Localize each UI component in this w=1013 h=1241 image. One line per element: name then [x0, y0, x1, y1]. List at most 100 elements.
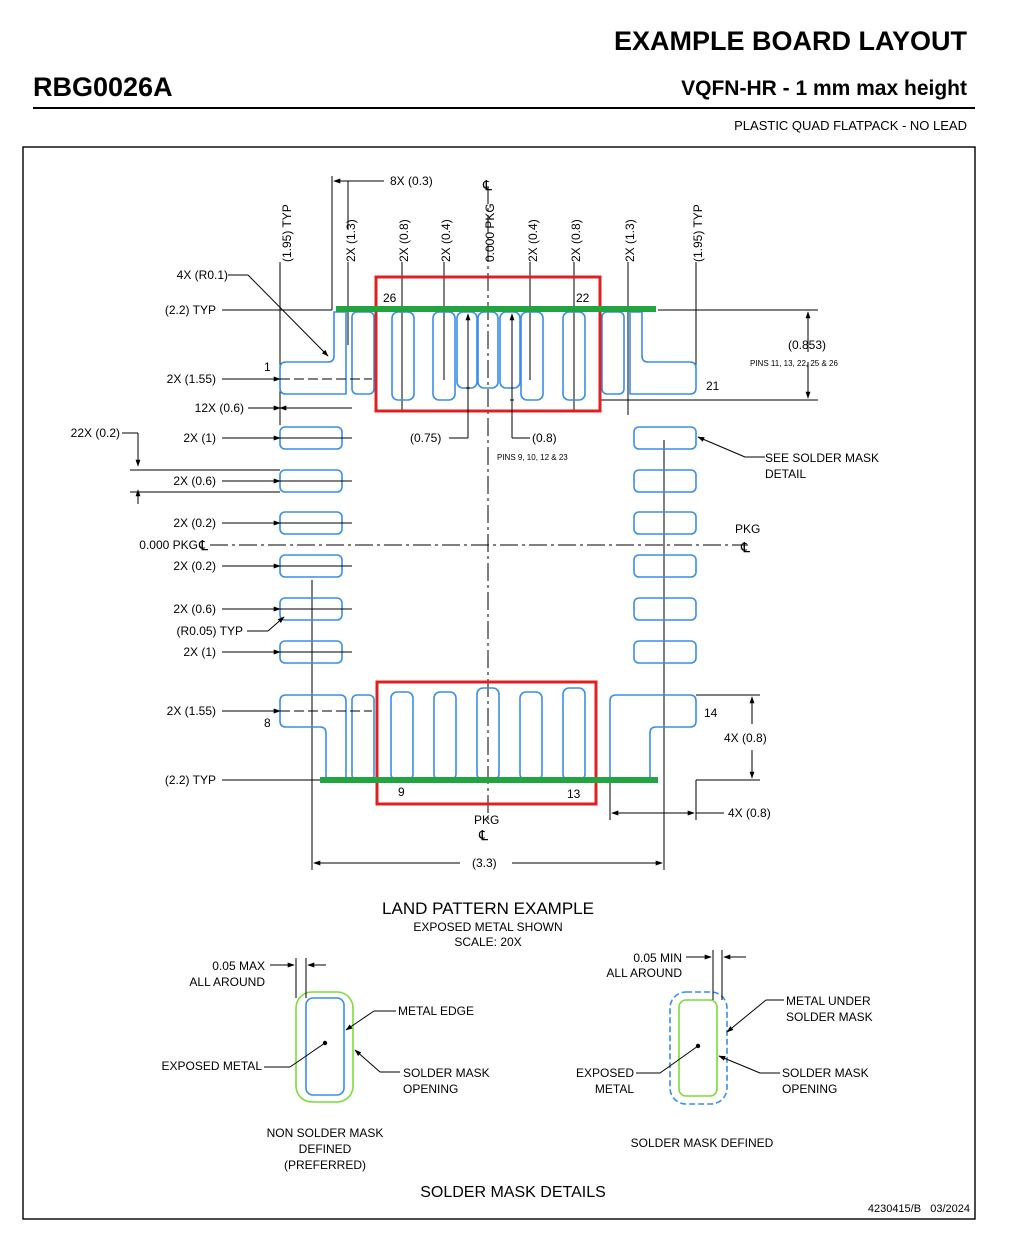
nsmd-exposed-metal: EXPOSED METAL	[162, 1059, 263, 1073]
nsmd-caption-3: (PREFERRED)	[284, 1158, 366, 1172]
label-08-inner: (0.8)	[532, 431, 557, 445]
pin-label-8: 8	[264, 716, 271, 730]
smd-exposed-1: EXPOSED	[576, 1066, 634, 1080]
label-22x-02: 22X (0.2)	[71, 426, 120, 440]
pad	[562, 687, 586, 781]
nsmd-detail: 0.05 MAX ALL AROUND METAL EDGE EXPOSED M…	[162, 958, 490, 1172]
pad	[601, 311, 625, 395]
dimension-lines	[122, 178, 818, 866]
pad	[629, 311, 697, 395]
centerline-icon: ℄	[478, 827, 488, 843]
header-rule	[33, 107, 975, 109]
pad	[390, 691, 414, 781]
smd-mask-1: SOLDER MASK	[782, 1066, 869, 1080]
label-pins-0853: PINS 11, 13, 22, 25 & 26	[750, 359, 838, 368]
land-pattern-scale: SCALE: 20X	[454, 935, 521, 949]
pin-label-1: 1	[264, 360, 271, 374]
smd-dim-1: 0.05 MIN	[633, 951, 682, 965]
pad	[351, 694, 375, 781]
dim-08-left: 2X (0.8)	[397, 219, 411, 262]
pad	[391, 311, 415, 401]
centerline-symbols: ℄ ℄ ℄ ℄	[198, 177, 750, 843]
label-see-mask: SEE SOLDER MASK	[765, 451, 879, 465]
label-22-typ-top: (2.2) TYP	[165, 303, 216, 317]
pad	[633, 554, 697, 578]
label-02-bot: 2X (0.2)	[173, 559, 216, 573]
label-06-bot: 2X (0.6)	[173, 602, 216, 616]
centerline-icon: ℄	[198, 537, 208, 553]
pad	[433, 691, 457, 781]
label-155-top: 2X (1.55)	[167, 372, 216, 386]
dim-13-right: 2X (1.3)	[623, 219, 637, 262]
metal-under-mask	[669, 991, 728, 1105]
dim-000-pkg: 0.000 PKG	[483, 203, 497, 262]
pad	[279, 311, 347, 395]
label-33: (3.3)	[472, 856, 497, 870]
label-075: (0.75)	[410, 431, 441, 445]
land-pattern-subtitle: EXPOSED METAL SHOWN	[413, 920, 562, 934]
right-side-pads	[633, 426, 697, 664]
label-155-bot: 2X (1.55)	[167, 704, 216, 718]
smd-metal-under-1: METAL UNDER	[786, 994, 871, 1008]
nsmd-dim-1: 0.05 MAX	[212, 959, 265, 973]
label-0853: (0.853)	[788, 338, 826, 352]
label-12x-06: 12X (0.6)	[195, 401, 244, 415]
pad	[633, 426, 697, 450]
nsmd-caption-2: DEFINED	[299, 1142, 352, 1156]
dim-04-right: 2X (0.4)	[526, 219, 540, 262]
smd-mask-2: OPENING	[782, 1082, 837, 1096]
smd-exposed-2: METAL	[595, 1082, 634, 1096]
centerline-icon: ℄	[482, 177, 492, 193]
smd-caption: SOLDER MASK DEFINED	[631, 1136, 774, 1150]
label-1-top: 2X (1)	[183, 431, 216, 445]
nsmd-dim-2: ALL AROUND	[189, 975, 265, 989]
label-22-typ-bot: (2.2) TYP	[165, 773, 216, 787]
pad	[633, 640, 697, 664]
pin-label-22: 22	[576, 291, 590, 305]
label-4x08-h: 4X (0.8)	[728, 806, 771, 820]
package-code: RBG0026A	[33, 72, 173, 102]
solder-mask-details-title: SOLDER MASK DETAILS	[420, 1184, 606, 1201]
smd-metal-under-2: SOLDER MASK	[786, 1010, 873, 1024]
pin-label-13: 13	[567, 787, 581, 801]
label-4x08-v: 4X (0.8)	[724, 731, 767, 745]
pad	[633, 469, 697, 493]
label-06-top: 2X (0.6)	[173, 474, 216, 488]
label-1-bot: 2X (1)	[183, 645, 216, 659]
drawing-frame	[22, 146, 976, 1220]
label-see-mask-detail: DETAIL	[765, 467, 806, 481]
pad	[351, 311, 375, 395]
solder-mask-opening	[295, 991, 354, 1103]
dim-8x-03: 8X (0.3)	[390, 174, 433, 188]
dim-08-right: 2X (0.8)	[569, 219, 583, 262]
label-pins-08: PINS 9, 10, 12 & 23	[497, 453, 568, 462]
smd-detail: 0.05 MIN ALL AROUND METAL UNDER SOLDER M…	[576, 950, 873, 1150]
dim-195-right: (1.95) TYP	[691, 204, 705, 262]
exposed-metal-pad	[305, 997, 345, 1096]
package-type: VQFN-HR - 1 mm max height	[681, 77, 967, 100]
pad	[279, 694, 347, 781]
extension-lines	[279, 176, 818, 870]
document-title: EXAMPLE BOARD LAYOUT	[613, 26, 967, 56]
pad	[456, 311, 478, 389]
package-description: PLASTIC QUAD FLATPACK - NO LEAD	[734, 118, 967, 133]
pad	[499, 311, 521, 389]
pin-label-26: 26	[383, 291, 397, 305]
smd-dim-2: ALL AROUND	[606, 966, 682, 980]
nsmd-caption-1: NON SOLDER MASK	[267, 1126, 384, 1140]
land-pattern-title: LAND PATTERN EXAMPLE	[382, 899, 594, 918]
label-000-pkg: 0.000 PKG	[139, 538, 198, 552]
label-r005: (R0.05) TYP	[177, 624, 243, 638]
nsmd-mask-1: SOLDER MASK	[403, 1066, 490, 1080]
pin-label-9: 9	[398, 785, 405, 799]
pad	[519, 691, 543, 781]
dim-13-left: 2X (1.3)	[344, 219, 358, 262]
nsmd-metal-edge: METAL EDGE	[398, 1004, 474, 1018]
center-lines	[210, 186, 748, 822]
dim-04-left: 2X (0.4)	[439, 219, 453, 262]
nsmd-mask-2: OPENING	[403, 1082, 458, 1096]
highlight-box-bottom	[375, 680, 598, 806]
pad	[633, 511, 697, 535]
corner-pads	[279, 311, 697, 781]
